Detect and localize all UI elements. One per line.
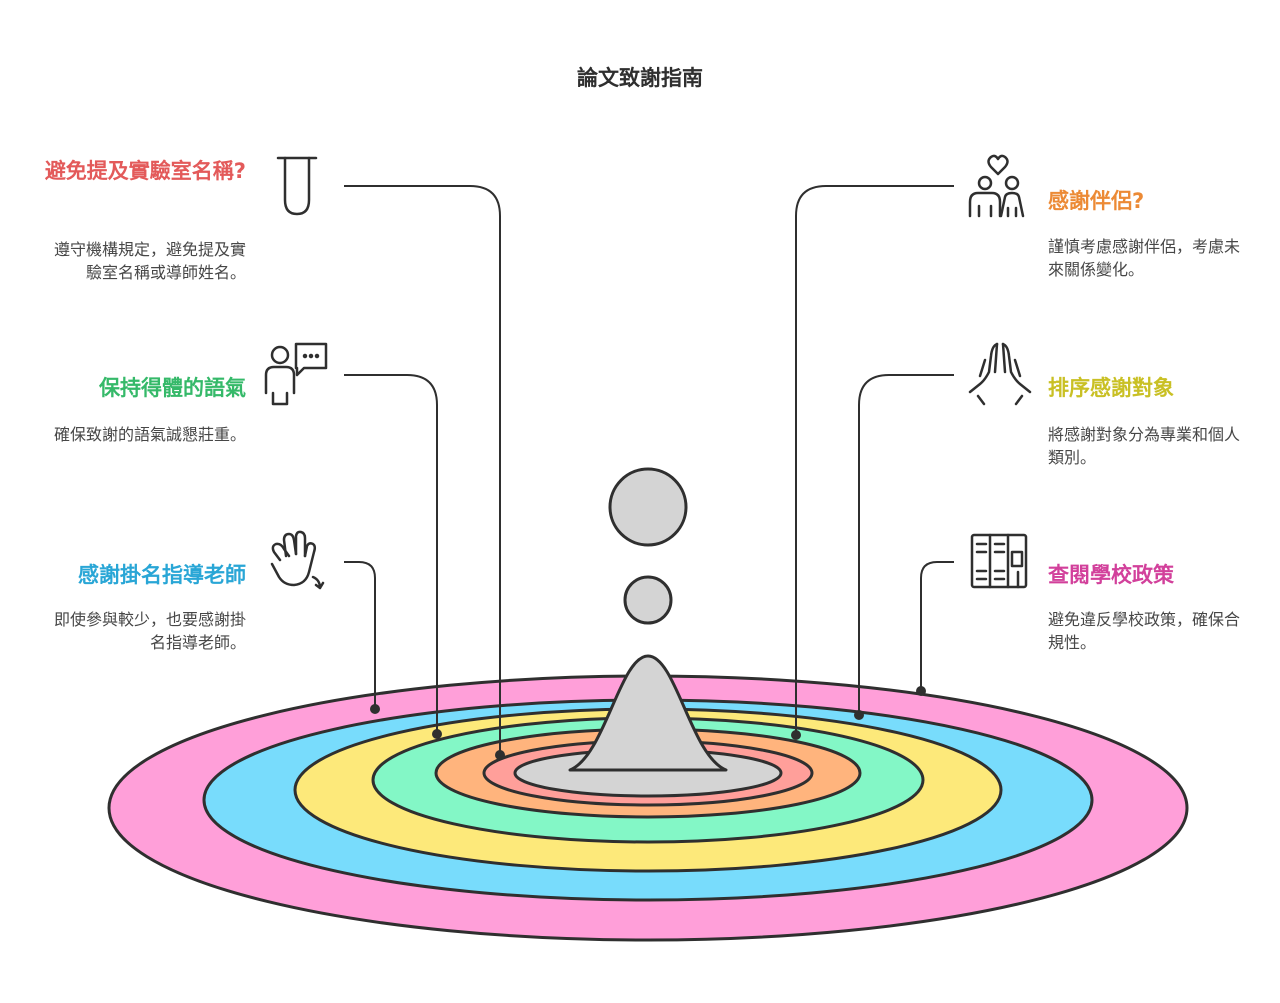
- connector-dots: [370, 686, 926, 760]
- heading-advisor: 感謝掛名指導老師: [78, 563, 246, 587]
- droplet-large: [608, 467, 688, 547]
- connector-partner: [795, 185, 954, 735]
- connector-dot-policy: [916, 686, 926, 696]
- connector-tone: [344, 374, 438, 734]
- description-partner: 謹慎考慮感謝伴侶，考慮未來關係變化。: [1048, 237, 1241, 279]
- connector-dot-lab: [495, 750, 505, 760]
- description-order: 將感謝對象分為專業和個人類別。: [1048, 425, 1241, 467]
- couple-heart-icon: [968, 154, 1025, 218]
- droplet-small: [623, 575, 673, 625]
- connector-policy: [920, 561, 954, 691]
- description-tone: 確保致謝的語氣誠懇莊重。: [53, 425, 246, 444]
- heading-order: 排序感謝對象: [1048, 376, 1174, 400]
- connector-dot-order: [854, 710, 864, 720]
- heading-partner: 感謝伴侶?: [1048, 189, 1145, 213]
- connector-dot-tone: [432, 729, 442, 739]
- description-policy: 避免違反學校政策，確保合規性。: [1048, 610, 1241, 652]
- connector-dot-partner: [791, 730, 801, 740]
- waving-hand-icon: [270, 530, 325, 590]
- description-advisor: 即使參與較少，也要感謝掛名指導老師。: [53, 610, 246, 652]
- description-lab: 遵守機構規定，避免提及實驗室名稱或導師姓名。: [53, 240, 246, 282]
- splash-peak: [568, 654, 728, 772]
- person-speech-bubble-icon: [264, 342, 328, 406]
- test-tube-icon: [276, 156, 318, 216]
- connector-dot-advisor: [370, 704, 380, 714]
- connector-lab: [344, 185, 501, 755]
- heading-tone: 保持得體的語氣: [99, 376, 246, 400]
- heading-policy: 查閱學校政策: [1048, 563, 1174, 587]
- document-panels-icon: [970, 533, 1028, 589]
- heading-lab: 避免提及實驗室名稱?: [44, 159, 246, 183]
- praying-hands-icon: [968, 342, 1032, 406]
- connector-order: [858, 374, 954, 715]
- connector-advisor: [344, 561, 376, 709]
- connector-lines: [344, 185, 954, 755]
- ripple-rings: [107, 674, 1189, 942]
- page-title: 論文致謝指南: [577, 66, 703, 90]
